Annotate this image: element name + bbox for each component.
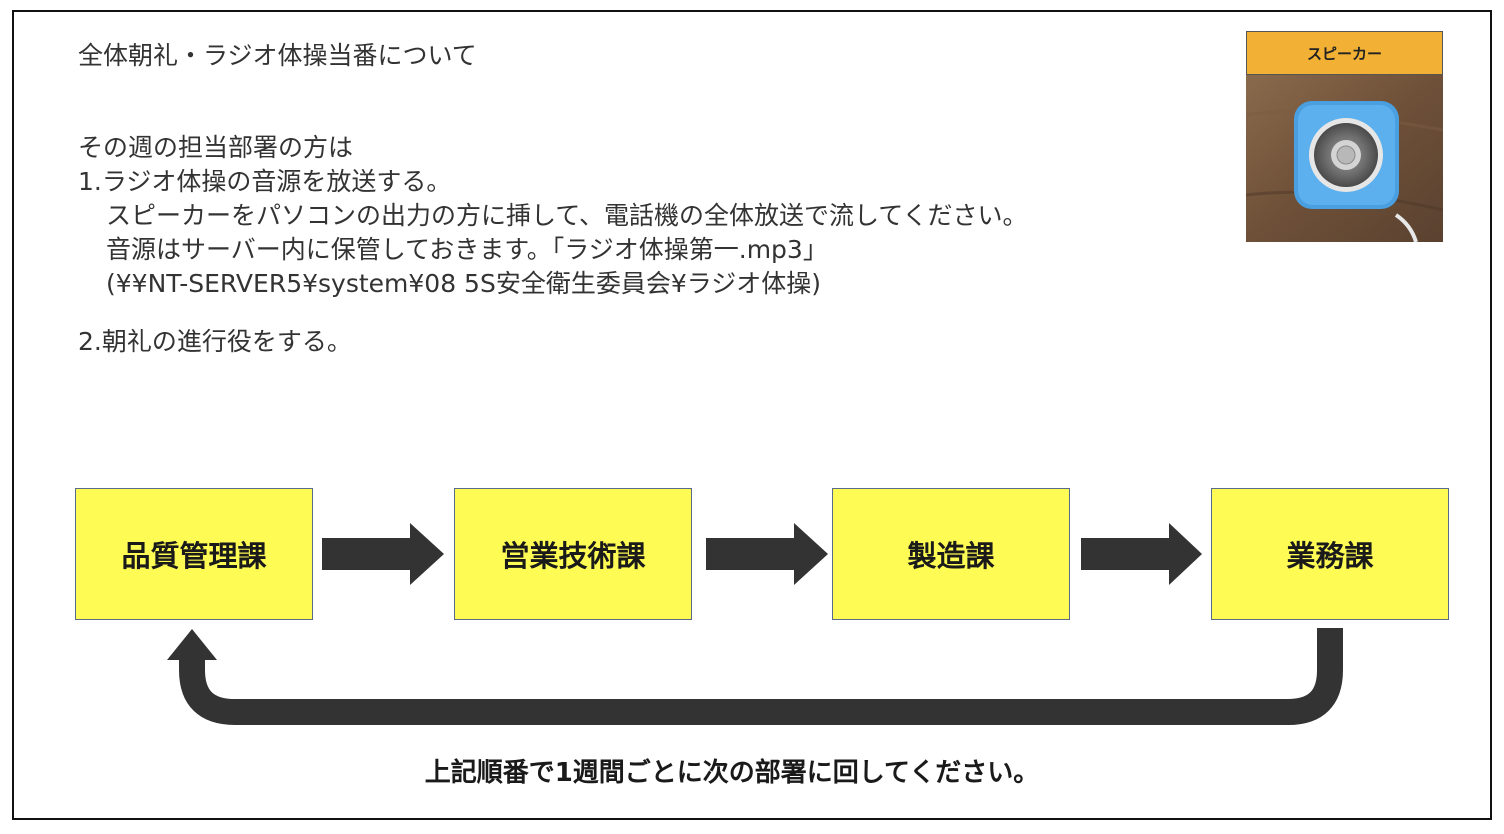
speaker-card: スピーカー (1246, 31, 1443, 242)
slide-frame (12, 10, 1492, 820)
instruction-item-1-detail-1: スピーカーをパソコンの出力の方に挿して、電話機の全体放送で流してください。 (106, 201, 1028, 230)
instruction-item-1: 1.ラジオ体操の音源を放送する。 (78, 167, 452, 196)
step-sales-engineering: 営業技術課 (454, 488, 692, 620)
instruction-item-1-path: (¥¥NT-SERVER5¥system¥08 5S安全衛生委員会¥ラジオ体操) (106, 269, 821, 298)
step-operations: 業務課 (1211, 488, 1449, 620)
instructions-block: その週の担当部署の方は 1.ラジオ体操の音源を放送する。 スピーカーをパソコンの… (78, 131, 1028, 359)
speaker-photo (1246, 75, 1443, 242)
instruction-item-2: 2.朝礼の進行役をする。 (78, 327, 352, 356)
rotation-note: 上記順番で1週間ごとに次の部署に回してください。 (424, 758, 1040, 788)
speaker-label: スピーカー (1246, 31, 1443, 75)
page-title: 全体朝礼・ラジオ体操当番について (78, 41, 477, 70)
step-manufacturing: 製造課 (832, 488, 1070, 620)
instruction-item-1-detail-2: 音源はサーバー内に保管しておきます。「ラジオ体操第一.mp3」 (106, 235, 828, 264)
instructions-intro: その週の担当部署の方は (78, 133, 354, 162)
step-quality-control: 品質管理課 (75, 488, 313, 620)
